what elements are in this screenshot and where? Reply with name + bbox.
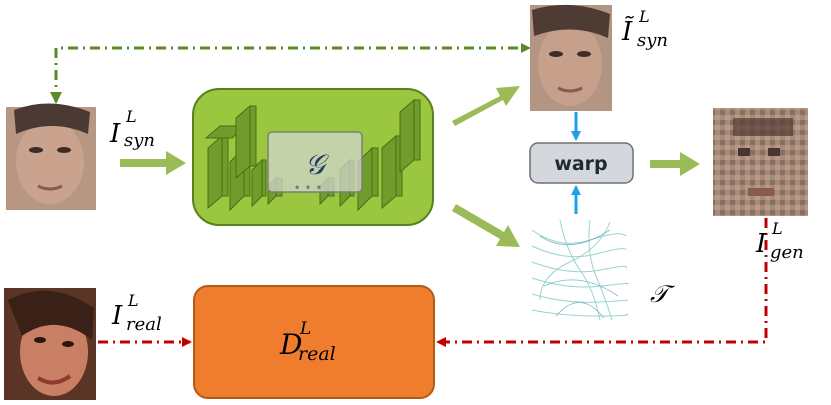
generator-block: 𝒢 • • •: [192, 88, 434, 226]
svg-text:Ĩ: Ĩ: [621, 15, 635, 47]
svg-text:real: real: [126, 314, 162, 335]
warp-block: warp: [529, 142, 634, 184]
svg-text:L: L: [299, 319, 311, 339]
svg-text:I: I: [111, 301, 123, 331]
discriminator-block: [193, 285, 435, 399]
svg-text:L: L: [638, 7, 650, 26]
syn-to-syn-tilde-dashed-arrow: [54, 43, 531, 102]
label-i-real: I L real: [111, 291, 162, 335]
label-discriminator: D L real: [279, 319, 336, 365]
face-gen-image: [713, 108, 808, 216]
label-i-syn-tilde: Ĩ L syn: [621, 7, 668, 51]
svg-text:real: real: [298, 343, 336, 365]
svg-text:L: L: [125, 107, 137, 126]
svg-text:I: I: [109, 119, 121, 149]
syn-loop-down-arrowhead: [50, 92, 62, 104]
svg-text:L: L: [127, 291, 139, 310]
face-syn-tilde-image: [530, 4, 612, 111]
label-i-syn: I L syn: [109, 107, 155, 151]
flow-field-image: [530, 218, 629, 322]
syn-to-generator-arrow: [120, 151, 186, 175]
generator-to-syn-tilde-arrow: [452, 86, 520, 126]
generator-to-flow-arrow: [452, 204, 520, 247]
svg-text:syn: syn: [637, 30, 668, 51]
svg-text:syn: syn: [124, 130, 155, 151]
svg-text:D: D: [279, 328, 302, 361]
warp-label: warp: [554, 153, 607, 175]
svg-text:gen: gen: [770, 242, 804, 263]
label-i-gen: I L gen: [755, 219, 804, 263]
face-syn-image: [6, 103, 96, 210]
label-flow-field: 𝒯: [650, 280, 676, 308]
face-real-image: [4, 288, 96, 400]
svg-text:L: L: [771, 219, 783, 238]
svg-text:• • •: • • •: [294, 181, 323, 195]
warp-to-gen-arrow: [650, 152, 700, 176]
svg-text:I: I: [755, 229, 767, 259]
